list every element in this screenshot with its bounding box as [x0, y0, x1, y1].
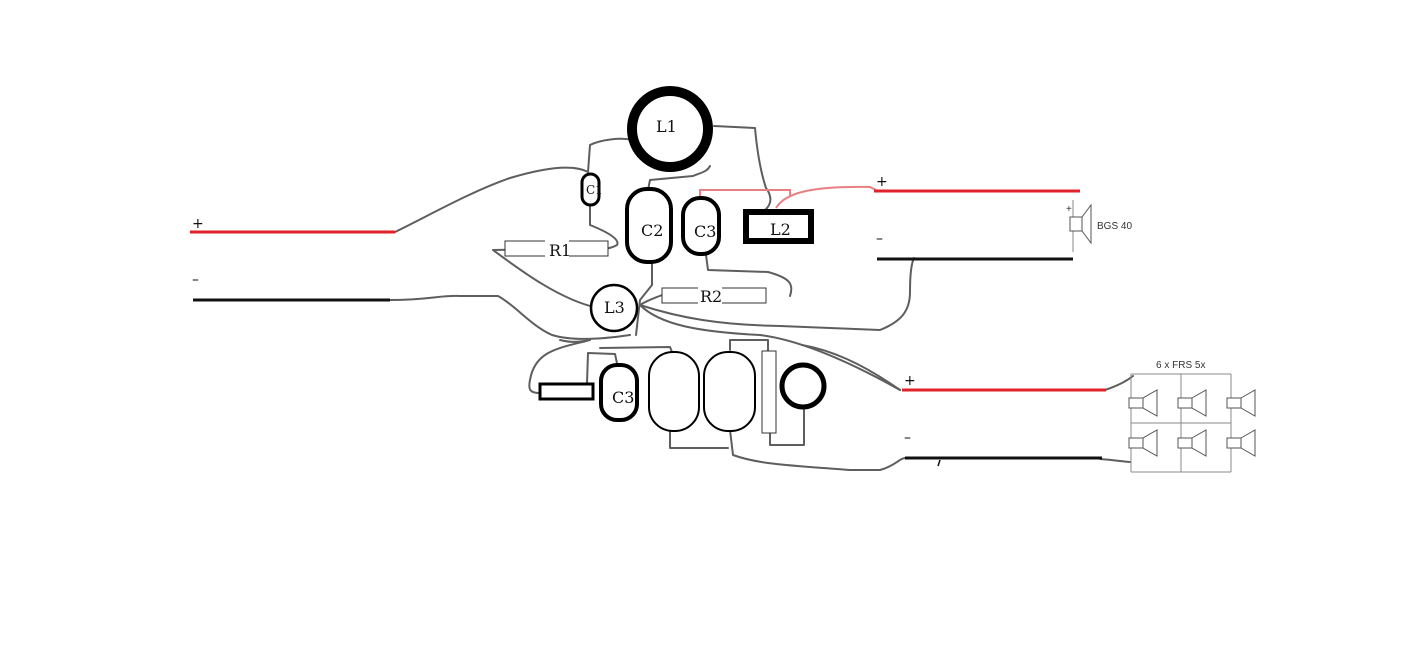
input-minus-sign: – — [192, 272, 199, 288]
wire-bottom-caps-lower — [669, 429, 906, 471]
capacitor-c3-bottom: C3 — [599, 363, 639, 422]
l1-label: L1 — [656, 117, 677, 136]
resistor-bottom-vertical — [761, 350, 777, 434]
capacitor-bottom-large-2 — [703, 351, 756, 432]
tweeter-speaker: + BGS 40 — [1066, 200, 1132, 252]
resistor-r1: R1 — [504, 240, 609, 260]
wire-bottom-c3-top — [586, 346, 673, 384]
wire-c3-to-r2 — [705, 254, 793, 297]
l2-label: L2 — [770, 220, 791, 239]
hookup-wires — [389, 125, 1134, 471]
capacitor-bottom-large-1 — [648, 351, 700, 432]
array-speaker-3 — [1226, 389, 1256, 417]
inductor-bottom — [779, 362, 827, 410]
resistor-bottom — [538, 382, 595, 401]
wire-input-plus-to-c1 — [394, 137, 633, 233]
capacitor-c1: C1 — [580, 172, 603, 207]
tweeter-plus-mark: + — [1066, 204, 1072, 215]
wire-l3-to-array-plus — [639, 304, 901, 391]
array-label: 6 x FRS 5x — [1156, 360, 1205, 371]
r2-label: R2 — [700, 287, 722, 306]
wire-tweeter-plus-jumper — [699, 185, 877, 210]
wire-l1-to-c2 — [647, 165, 711, 191]
c3-bottom-label: C3 — [612, 388, 634, 407]
inductor-l2: L2 — [743, 209, 814, 244]
tweeter-plus-sign: + — [876, 174, 888, 190]
terminal-rails — [190, 189, 1106, 467]
array-speaker-1 — [1128, 389, 1158, 417]
r1-label: R1 — [549, 241, 571, 260]
capacitor-c2: C2 — [625, 187, 673, 264]
inductor-l1: L1 — [627, 86, 713, 172]
wire-l3-to-tweeter-minus — [639, 257, 915, 331]
wire-array-lead — [1099, 375, 1134, 463]
input-plus-sign: + — [192, 216, 204, 232]
wire-r2-to-l3 — [639, 294, 663, 306]
array-plus-sign: + — [904, 373, 916, 389]
wire-bottom-left-loop — [528, 339, 591, 394]
array-minus-sign: – — [904, 430, 911, 446]
capacitor-c3-top: C3 — [681, 196, 721, 256]
wire-l1-right — [713, 125, 772, 211]
inductor-l3: L3 — [589, 283, 639, 333]
speaker-array: 6 x FRS 5x — [1128, 360, 1256, 473]
l3-label: L3 — [604, 298, 625, 317]
c2-label: C2 — [641, 221, 663, 240]
array-speaker-5 — [1177, 429, 1207, 457]
wire-input-minus — [389, 294, 631, 340]
c1-label: C1 — [586, 183, 603, 197]
wire-c2-to-l3 — [635, 261, 653, 336]
array-speaker-4 — [1128, 429, 1158, 457]
tweeter-minus-sign: – — [876, 231, 883, 247]
wire-bottom-caps-top — [729, 339, 901, 391]
c3-top-label: C3 — [694, 222, 716, 241]
resistor-r2: R2 — [661, 287, 767, 306]
tweeter-label: BGS 40 — [1097, 221, 1132, 232]
wire-bottom-resistor-link — [769, 409, 805, 446]
array-speaker-2 — [1177, 389, 1207, 417]
array-speaker-6 — [1226, 429, 1256, 457]
array-minus-tick — [937, 459, 941, 467]
